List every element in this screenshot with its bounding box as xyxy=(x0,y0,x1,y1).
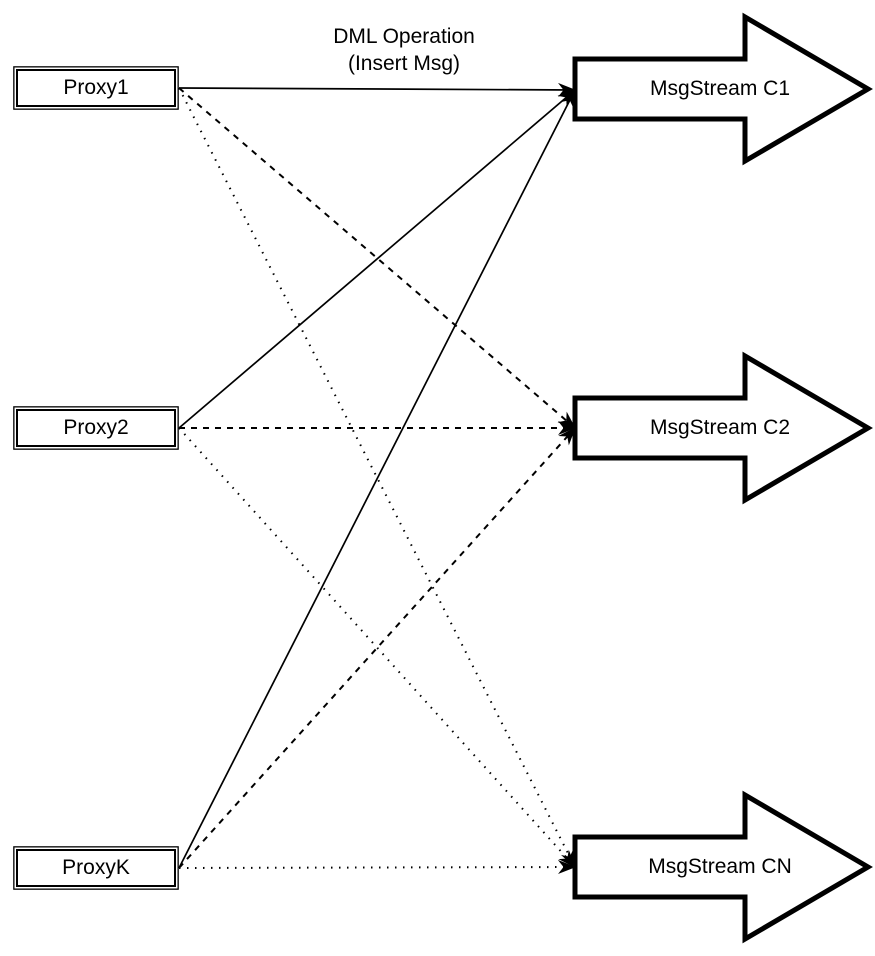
msgstream-c2-block-arrow-icon xyxy=(572,351,873,505)
title-line-2: (Insert Msg) xyxy=(347,52,460,75)
edge-proxy2-c1 xyxy=(178,89,576,429)
msgstream-c1-block-arrow-icon xyxy=(572,12,873,166)
edge-proxyk-c1 xyxy=(178,89,576,869)
edge-proxyk-cn xyxy=(178,860,576,875)
title-line-1: DML Operation xyxy=(333,25,475,48)
node-proxy1-label: Proxy1 xyxy=(63,76,129,99)
msgstream-cn-block-arrow-icon xyxy=(572,790,873,944)
node-proxyk: ProxyK xyxy=(16,849,176,887)
node-proxy2: Proxy2 xyxy=(16,409,176,447)
node-proxyk-label: ProxyK xyxy=(62,856,130,879)
node-proxy1: Proxy1 xyxy=(16,69,176,107)
edge-group xyxy=(178,82,576,875)
msgstream-c1-label: MsgStream C1 xyxy=(649,77,791,100)
edge-proxy1-c2 xyxy=(178,87,576,429)
node-proxy2-label: Proxy2 xyxy=(63,416,129,439)
edge-proxy1-c1 xyxy=(178,82,576,97)
msgstream-cn-label: MsgStream CN xyxy=(648,855,792,878)
msgstream-c2-label: MsgStream C2 xyxy=(649,416,791,439)
edge-proxy1-cn xyxy=(178,87,576,868)
edge-proxyk-c2 xyxy=(178,427,576,869)
diagram-title: DML Operation (Insert Msg) xyxy=(254,23,554,77)
